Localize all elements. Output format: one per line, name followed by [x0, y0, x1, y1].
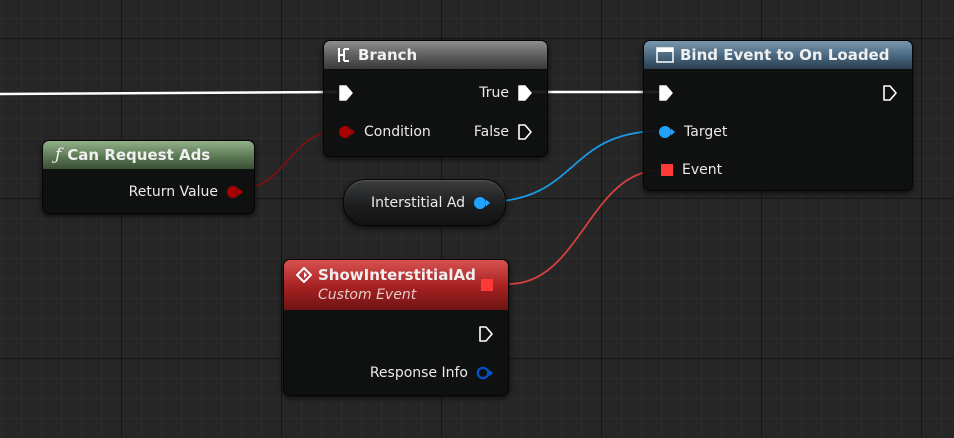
can-request-ads-node-header[interactable]: ƒ Can Request Ads: [43, 141, 254, 169]
branch-icon: [336, 46, 352, 64]
bind-event-row[interactable]: Event: [660, 161, 722, 179]
branch-exec-in-row[interactable]: [338, 84, 354, 102]
custom-event-subtitle: Custom Event: [318, 287, 417, 303]
bind-exec-in-row[interactable]: [658, 84, 674, 102]
target-label: Target: [684, 124, 728, 140]
show-interstitial-title: ShowInterstitialAd: [318, 266, 476, 284]
can-request-ads-node[interactable]: ƒ Can Request Ads Return Value: [42, 140, 255, 214]
exec-false-pin-icon[interactable]: [517, 123, 533, 141]
exec-in-pin-icon[interactable]: [658, 84, 674, 102]
return-value-label: Return Value: [128, 184, 218, 200]
delegate-pin-icon[interactable]: [660, 163, 674, 177]
exec-true-pin-icon[interactable]: [517, 84, 533, 102]
window-icon: [656, 47, 674, 63]
condition-pin-icon[interactable]: [338, 125, 356, 139]
false-label: False: [473, 124, 509, 140]
bind-event-title: Bind Event to On Loaded: [680, 46, 890, 64]
response-info-row[interactable]: Response Info: [370, 364, 494, 382]
target-wire: [483, 130, 662, 203]
event-diamond-icon: [296, 267, 312, 283]
bind-target-row[interactable]: Target: [658, 123, 727, 141]
bind-event-node-header[interactable]: Bind Event to On Loaded: [644, 41, 912, 69]
show-interstitial-event-node[interactable]: ShowInterstitialAd Custom Event Response…: [283, 259, 509, 396]
delegate-out-row[interactable]: [480, 278, 494, 292]
event-wire: [508, 169, 662, 285]
target-pin-icon[interactable]: [658, 125, 676, 139]
branch-title: Branch: [358, 46, 418, 64]
response-info-label: Response Info: [369, 365, 468, 381]
delegate-out-pin-icon[interactable]: [480, 278, 494, 292]
event-label: Event: [682, 162, 723, 178]
interstitial-ad-pin-icon[interactable]: [473, 196, 491, 210]
event-exec-out-row[interactable]: [478, 325, 494, 343]
exec-wire-in: [0, 90, 338, 96]
branch-node[interactable]: Branch True Condition False: [323, 40, 548, 157]
response-info-pin-icon[interactable]: [476, 366, 494, 380]
function-icon: ƒ: [55, 145, 62, 165]
branch-false-row[interactable]: False: [474, 123, 533, 141]
interstitial-ad-row[interactable]: Interstitial Ad: [371, 194, 491, 212]
bind-event-node[interactable]: Bind Event to On Loaded Target Event: [643, 40, 913, 191]
branch-true-row[interactable]: True: [479, 84, 533, 102]
exec-in-pin-icon[interactable]: [338, 84, 354, 102]
branch-node-header[interactable]: Branch: [324, 41, 547, 69]
return-value-row[interactable]: Return Value: [129, 183, 244, 201]
show-interstitial-event-header[interactable]: ShowInterstitialAd Custom Event: [284, 260, 508, 310]
branch-condition-row[interactable]: Condition: [338, 123, 431, 141]
interstitial-ad-label: Interstitial Ad: [371, 195, 466, 211]
can-request-ads-title: Can Request Ads: [67, 146, 211, 164]
exec-out-pin-icon[interactable]: [882, 84, 898, 102]
exec-out-pin-icon[interactable]: [478, 325, 494, 343]
interstitial-ad-variable-node[interactable]: Interstitial Ad: [343, 179, 506, 226]
condition-label: Condition: [364, 124, 431, 140]
true-label: True: [479, 85, 509, 101]
return-value-pin-icon[interactable]: [226, 185, 244, 199]
bind-exec-out-row[interactable]: [882, 84, 898, 102]
